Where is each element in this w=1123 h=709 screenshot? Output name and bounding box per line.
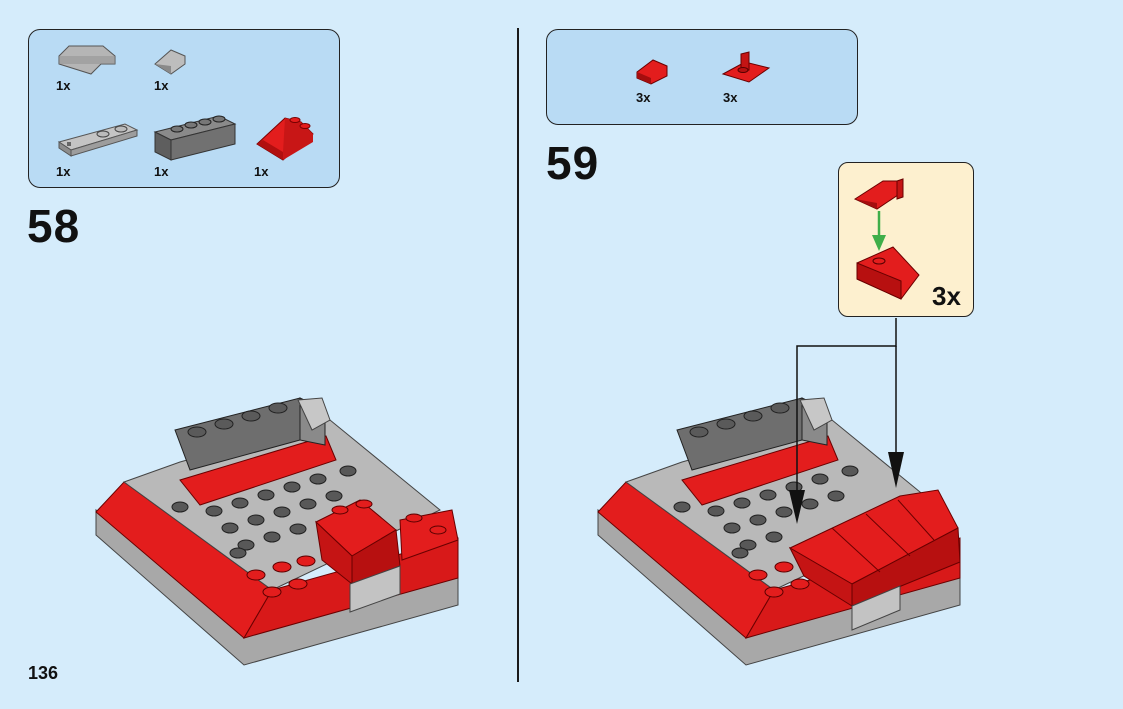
- red-slope-inverted-icon: [721, 51, 771, 83]
- gray-corner-plate-icon: [58, 45, 116, 75]
- part-qty: 1x: [56, 78, 71, 93]
- step-number: 59: [546, 137, 600, 189]
- gray-plate-icon: [57, 123, 139, 157]
- red-slope-icon: [256, 117, 314, 161]
- step58-parts-box: 1x 1x 1x 1x: [28, 29, 340, 188]
- red-slope-small-icon: [636, 59, 668, 85]
- callout-qty: 3x: [932, 281, 961, 311]
- step59-parts-box: 3x 3x: [546, 29, 858, 125]
- dark-gray-brick-icon: [153, 115, 237, 161]
- step-number: 58: [27, 200, 81, 252]
- part-qty: 1x: [154, 78, 169, 93]
- column-divider: [517, 28, 519, 682]
- part-qty: 1x: [254, 164, 269, 179]
- sub-assembly-illustration: [853, 178, 920, 300]
- part-qty: 1x: [154, 164, 169, 179]
- sub-assembly-callout: 3x: [838, 162, 974, 317]
- part-qty: 3x: [723, 90, 738, 105]
- page-number: 136: [28, 663, 59, 683]
- part-qty: 3x: [636, 90, 651, 105]
- step58-model-illustration: [95, 397, 459, 666]
- gray-slope-icon: [154, 49, 186, 75]
- part-qty: 1x: [56, 164, 71, 179]
